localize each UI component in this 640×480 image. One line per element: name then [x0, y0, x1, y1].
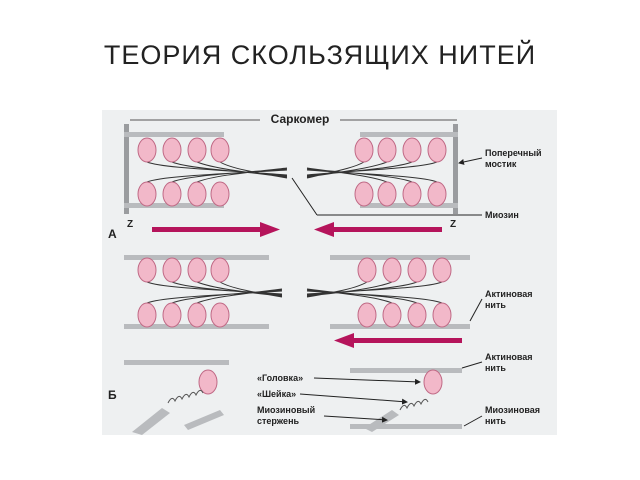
label-actin-filament-2-line2: нить — [485, 363, 506, 373]
label-cross-bridge-2: мостик — [485, 159, 517, 169]
myosin-neck-coil — [167, 389, 204, 404]
contraction-arrow-bottom — [334, 333, 462, 348]
label-cross-bridge-1: Поперечный — [485, 148, 542, 158]
label-actin-filament-1-line2: нить — [485, 300, 506, 310]
myosin-rod — [132, 408, 170, 435]
myosin-heads — [137, 137, 447, 207]
actin-filament — [124, 255, 269, 260]
leader-line — [461, 361, 483, 369]
myosin-neck-coil — [399, 398, 429, 411]
leader-line — [291, 177, 318, 216]
contraction-arrows — [152, 222, 442, 237]
z-label-left: Z — [127, 219, 133, 230]
label-actin-filament-1-line1: Актиновая — [485, 289, 533, 299]
label-head: «Головка» — [257, 373, 303, 383]
label-myosin-rod-1: Миозиновый — [257, 405, 315, 415]
leader-line — [458, 157, 483, 165]
z-label-right: Z — [450, 219, 456, 230]
myosin-tails — [146, 281, 443, 304]
myosin-rod — [364, 410, 399, 432]
leader-line — [299, 393, 408, 405]
slide-title: ТЕОРИЯ СКОЛЬЗЯЩИХ НИТЕЙ — [103, 40, 537, 70]
label-myosin-filament-2: нить — [485, 416, 506, 426]
label-myosin: Миозин — [485, 210, 519, 220]
z-line-right — [453, 124, 458, 214]
label-myosin-filament-1: Миозиновая — [485, 405, 540, 415]
actin-filament — [124, 132, 224, 137]
panel-b-label: Б — [108, 388, 117, 402]
leader-line — [313, 377, 421, 385]
actin-filament — [360, 132, 458, 137]
leader-line — [469, 298, 483, 322]
actin-filament — [330, 324, 470, 329]
sarcomere-bottom — [124, 255, 470, 329]
label-myosin-rod-2: стержень — [257, 416, 300, 426]
label-actin-filament-2-line1: Актиновая — [485, 352, 533, 362]
myosin-head — [423, 369, 443, 395]
myosin-heads — [137, 257, 452, 328]
sarcomere-top — [124, 124, 458, 214]
actin-filament — [330, 255, 470, 260]
myosin-tails — [146, 161, 438, 183]
leader-line — [323, 415, 388, 423]
myosin-detail-right — [350, 368, 462, 432]
z-line-left — [124, 124, 129, 214]
panel-a-label: А — [108, 227, 117, 241]
sarcomere-diagram: Саркомер Z Z А — [102, 110, 557, 435]
label-neck: «Шейка» — [257, 389, 296, 399]
myosin-detail-left — [124, 360, 229, 435]
myosin-head — [198, 369, 218, 395]
leader-line — [463, 415, 483, 427]
sarcomere-label: Саркомер — [271, 112, 330, 126]
